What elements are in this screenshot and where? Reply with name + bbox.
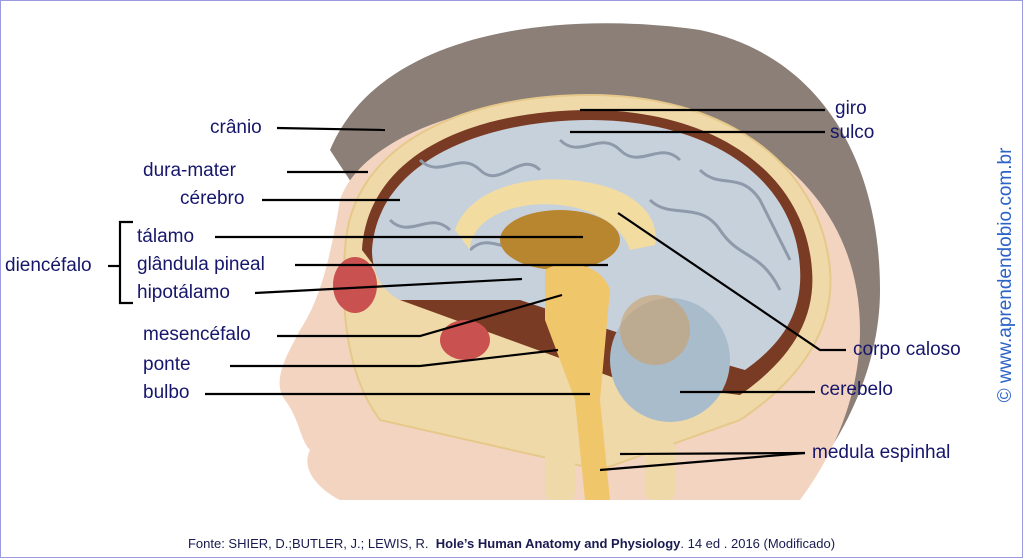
citation-title: Hole’s Human Anatomy and Physiology: [435, 536, 681, 551]
label-sulco: sulco: [830, 122, 875, 143]
thalamus: [500, 210, 620, 270]
gyri: [388, 138, 792, 291]
sphenoid-sinus: [440, 320, 490, 360]
citation-edition: . 14 ed . 2016 (Modificado): [680, 536, 836, 551]
label-talamo: tálamo: [137, 226, 195, 247]
brainstem: [545, 264, 610, 500]
label-cranio: crânio: [210, 117, 262, 138]
label-giro: giro: [835, 98, 867, 119]
leader-lines: [108, 108, 846, 472]
frontal-sinus: [333, 257, 377, 313]
citation-authors: Fonte: SHIER, D.;BUTLER, J.; LEWIS, R.: [187, 536, 429, 551]
label-cerebro: cérebro: [180, 188, 245, 209]
watermark: © www.aprendendobio.com.br: [995, 147, 1016, 403]
label-glandula-pineal: glândula pineal: [137, 254, 265, 275]
diencefalo-bracket: [118, 220, 133, 305]
label-medula-espinhal: medula espinhal: [812, 442, 951, 463]
label-corpo-caloso: corpo caloso: [853, 339, 961, 360]
corpus-callosum: [455, 179, 656, 250]
label-mesencefalo: mesencéfalo: [143, 324, 251, 345]
source-citation: Fonte: SHIER, D.;BUTLER, J.; LEWIS, R. H…: [0, 536, 1023, 551]
label-hipotalamo: hipotálamo: [137, 282, 230, 303]
label-diencefalo: diencéfalo: [5, 255, 92, 276]
label-bulbo: bulbo: [143, 382, 190, 403]
label-dura-mater: dura-mater: [143, 160, 236, 181]
label-ponte: ponte: [143, 354, 191, 375]
label-cerebelo: cerebelo: [820, 379, 893, 400]
